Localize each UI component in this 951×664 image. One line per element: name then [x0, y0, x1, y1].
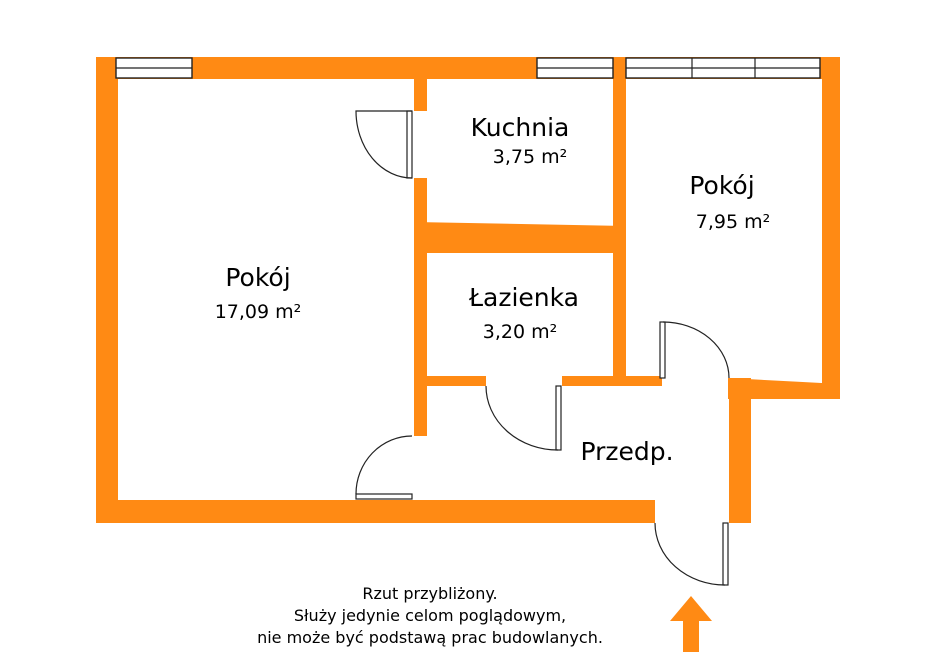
bedroom-name: Pokój: [689, 171, 754, 200]
windows: [115, 57, 821, 79]
door-living: [355, 435, 413, 500]
wall-bath-bottom-right: [562, 376, 662, 386]
doors: [355, 110, 730, 586]
wall-bottom: [96, 500, 655, 523]
wall-inner-upper: [414, 79, 427, 111]
wall-right-upper: [822, 57, 840, 399]
wall-kitchen-right: [613, 79, 626, 379]
door-kitchen: [355, 110, 413, 179]
bathroom-area: 3,20 m²: [483, 321, 557, 343]
wall-right-lower: [729, 378, 751, 523]
wall-bath-bottom-left: [414, 376, 486, 386]
disclaimer: Rzut przybliżony. Służy jedynie celom po…: [190, 583, 670, 649]
door-bathroom: [485, 385, 562, 451]
living-room-name: Pokój: [225, 263, 290, 292]
door-entrance: [654, 522, 729, 586]
bedroom-area: 7,95 m²: [696, 211, 770, 233]
kitchen-area: 3,75 m²: [493, 146, 567, 168]
room-labels: Pokój 17,09 m² Kuchnia 3,75 m² Pokój 7,9…: [215, 113, 771, 466]
wall-kitchen-bath: [414, 222, 626, 253]
disclaimer-line-1: Rzut przybliżony.: [362, 584, 498, 603]
wall-step: [728, 378, 840, 399]
bathroom-name: Łazienka: [468, 283, 579, 312]
hallway-name: Przedp.: [580, 437, 673, 466]
wall-left: [96, 57, 118, 523]
wall-inner-middle: [414, 178, 427, 436]
disclaimer-line-2: Służy jedynie celom poglądowym,: [293, 606, 567, 625]
kitchen-name: Kuchnia: [471, 113, 570, 142]
door-bedroom: [659, 321, 730, 379]
disclaimer-line-3: nie może być podstawą prac budowlanych.: [257, 628, 603, 647]
living-room-area: 17,09 m²: [215, 301, 302, 323]
arrow-up-icon: [670, 596, 712, 652]
